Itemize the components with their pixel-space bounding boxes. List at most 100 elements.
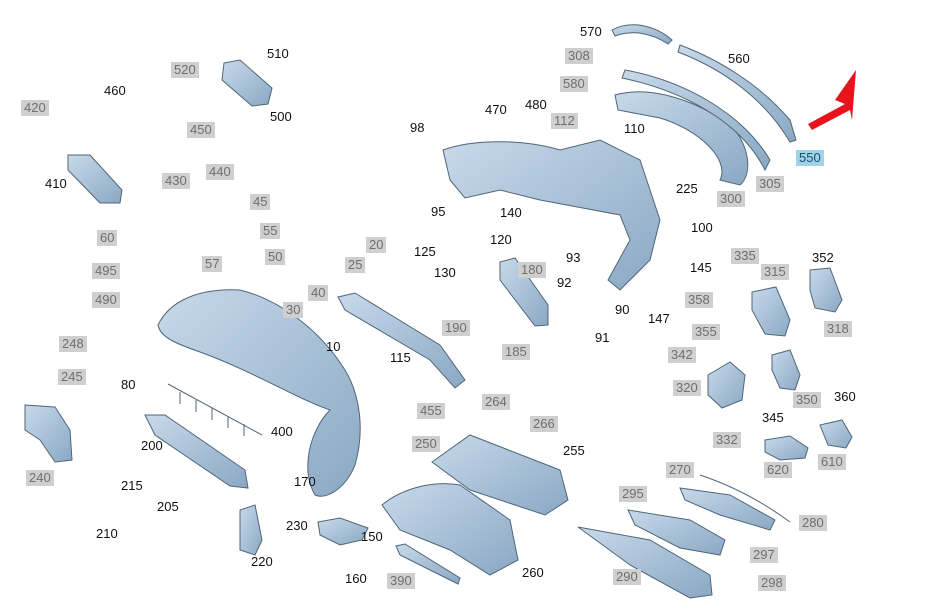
label-10: 10 xyxy=(326,339,341,354)
label-57: 57 xyxy=(202,256,223,272)
label-570: 570 xyxy=(580,24,602,39)
bracket-150-part xyxy=(317,517,369,546)
label-320: 320 xyxy=(673,380,701,396)
label-245: 245 xyxy=(58,369,86,385)
label-220: 220 xyxy=(251,554,273,569)
diffuser-250-part xyxy=(431,434,569,516)
plate-290-part xyxy=(577,526,713,599)
label-510: 510 xyxy=(267,46,289,61)
label-215: 215 xyxy=(121,478,143,493)
label-270: 270 xyxy=(666,462,694,478)
label-264: 264 xyxy=(482,394,510,410)
label-180: 180 xyxy=(518,262,546,278)
label-125: 125 xyxy=(414,244,436,259)
label-230: 230 xyxy=(286,518,308,533)
label-298: 298 xyxy=(758,575,786,591)
label-120: 120 xyxy=(490,232,512,247)
label-360: 360 xyxy=(834,389,856,404)
label-112: 112 xyxy=(551,113,578,129)
label-92: 92 xyxy=(557,275,572,290)
label-115: 115 xyxy=(390,350,411,365)
label-620: 620 xyxy=(764,462,792,478)
label-440: 440 xyxy=(206,164,234,180)
label-480: 480 xyxy=(525,97,547,112)
label-60: 60 xyxy=(97,230,118,246)
label-300: 300 xyxy=(717,191,745,207)
red-pointer-arrow xyxy=(808,70,856,130)
label-550: 550 xyxy=(796,150,824,166)
label-430: 430 xyxy=(162,173,190,189)
label-315: 315 xyxy=(761,264,789,280)
housing-320-part xyxy=(707,361,746,409)
label-91: 91 xyxy=(595,330,610,345)
label-150: 150 xyxy=(361,529,383,544)
label-55: 55 xyxy=(260,223,281,239)
label-205: 205 xyxy=(157,499,179,514)
label-190: 190 xyxy=(442,320,470,336)
bracket-620-part xyxy=(764,435,809,461)
bracket-350-part xyxy=(771,349,801,391)
label-50: 50 xyxy=(265,249,286,265)
strip-270-part xyxy=(699,474,791,523)
label-140: 140 xyxy=(500,205,522,220)
bracket-200-part xyxy=(144,414,249,489)
label-200: 200 xyxy=(141,438,163,453)
trim-305-part xyxy=(621,69,771,172)
label-500: 500 xyxy=(270,109,292,124)
impact-bar-part xyxy=(337,292,466,389)
label-355: 355 xyxy=(692,324,720,340)
label-290: 290 xyxy=(613,569,641,585)
label-400: 400 xyxy=(271,424,293,439)
label-350: 350 xyxy=(793,392,821,408)
label-610: 610 xyxy=(818,454,846,470)
label-297: 297 xyxy=(750,547,778,563)
bracket-352-part xyxy=(809,267,843,313)
label-160: 160 xyxy=(345,571,367,586)
label-255: 255 xyxy=(563,443,585,458)
label-93: 93 xyxy=(566,250,581,265)
label-225: 225 xyxy=(676,181,698,196)
plate-280-part xyxy=(679,487,776,531)
label-20: 20 xyxy=(366,237,387,253)
label-332: 332 xyxy=(713,432,741,448)
chrome-strip-560-part xyxy=(677,44,797,143)
label-248: 248 xyxy=(59,336,87,352)
label-455: 455 xyxy=(417,403,445,419)
label-345: 345 xyxy=(762,410,784,425)
label-25: 25 xyxy=(345,257,366,273)
label-170: 170 xyxy=(294,474,316,489)
wire-400-part xyxy=(167,383,263,436)
label-90: 90 xyxy=(615,302,630,317)
diffuser-260-part xyxy=(381,483,519,576)
upper-bumper-part xyxy=(442,139,661,291)
label-470: 470 xyxy=(485,102,507,117)
label-318: 318 xyxy=(824,321,852,337)
label-335: 335 xyxy=(731,248,759,264)
label-308: 308 xyxy=(565,48,593,64)
label-260: 260 xyxy=(522,565,544,580)
label-342: 342 xyxy=(668,347,696,363)
label-130: 130 xyxy=(434,265,456,280)
label-280: 280 xyxy=(799,515,827,531)
label-147: 147 xyxy=(648,311,670,326)
label-490: 490 xyxy=(92,292,120,308)
label-250: 250 xyxy=(412,436,440,452)
label-460: 460 xyxy=(104,83,126,98)
label-410: 410 xyxy=(45,176,67,191)
label-40: 40 xyxy=(308,285,329,301)
label-98: 98 xyxy=(410,120,425,135)
label-352: 352 xyxy=(812,250,834,265)
label-110: 110 xyxy=(624,121,645,136)
label-100: 100 xyxy=(691,220,713,235)
label-420: 420 xyxy=(21,100,49,116)
label-185: 185 xyxy=(502,344,530,360)
bracket-220-part xyxy=(239,504,263,556)
label-80: 80 xyxy=(121,377,136,392)
bracket-610-part xyxy=(819,419,853,449)
label-210: 210 xyxy=(96,526,118,541)
label-560: 560 xyxy=(728,51,750,66)
trim-570-part xyxy=(611,24,673,45)
license-mount-500-part xyxy=(221,59,273,107)
label-240: 240 xyxy=(26,470,54,486)
